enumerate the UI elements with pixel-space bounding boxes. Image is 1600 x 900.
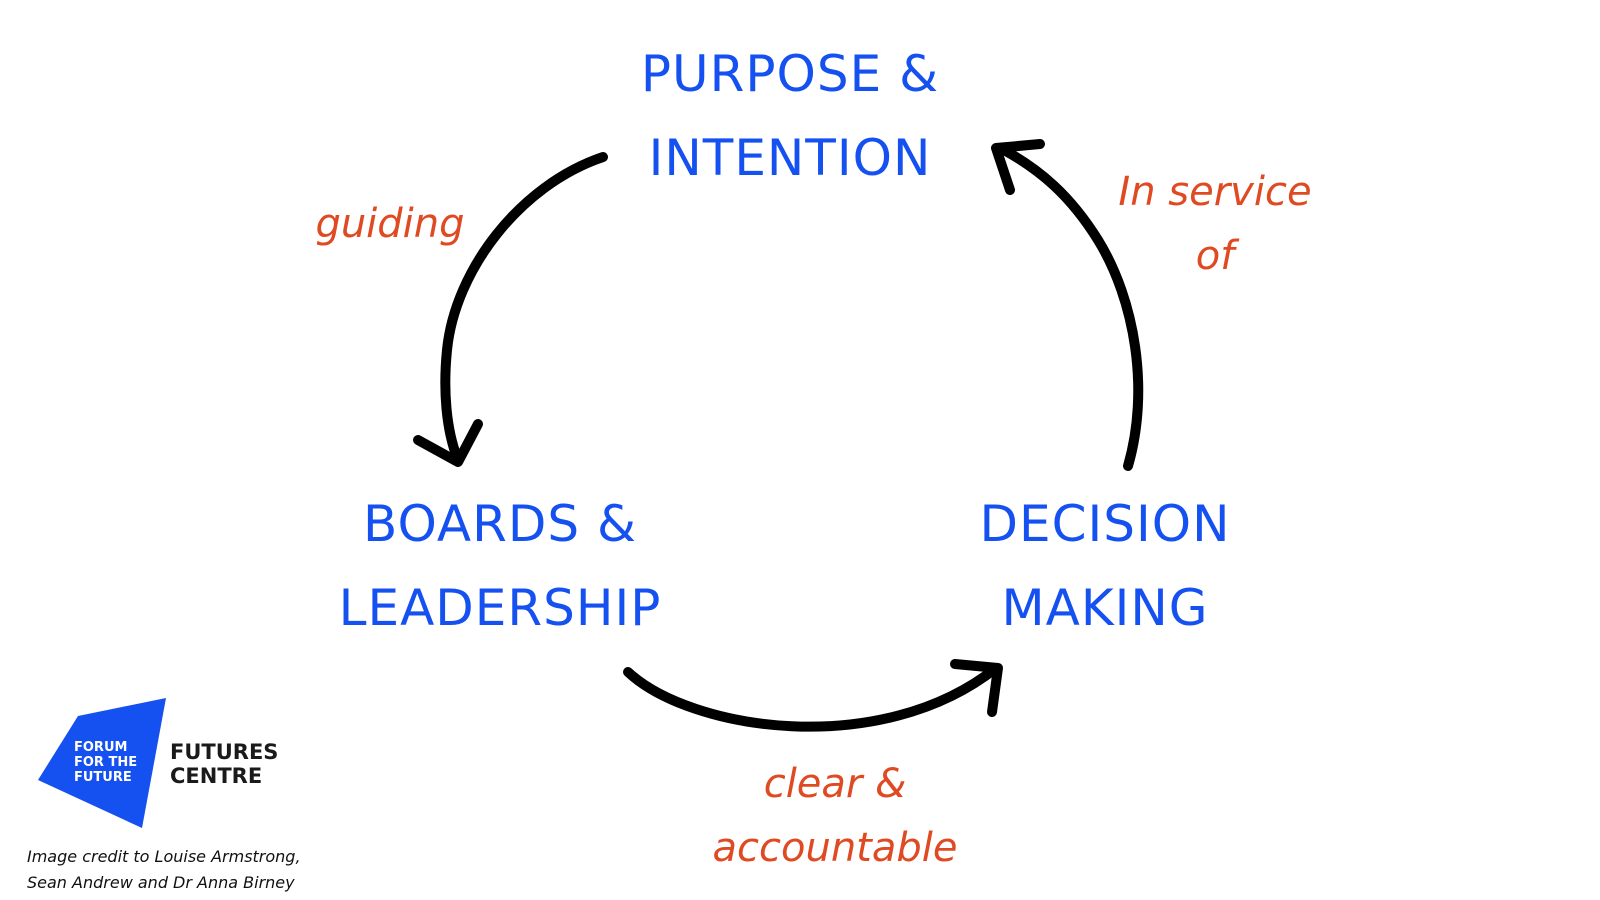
logo-futures-line2: CENTRE [170, 764, 263, 788]
arrow-purpose-to-boards [440, 152, 608, 465]
arrow-decision-to-purpose [999, 145, 1144, 471]
node-decision-line1: DECISION [979, 495, 1231, 553]
node-boards-line1: BOARDS & [363, 495, 637, 553]
node-decision-making: DECISION MAKING [960, 482, 1250, 650]
edge-label-clear-line2: accountable [712, 825, 958, 871]
edge-label-clear-accountable: clear & accountable [690, 752, 980, 880]
node-boards-line2: LEADERSHIP [338, 579, 662, 637]
node-purpose-line1: PURPOSE & [640, 45, 940, 103]
image-credit-line1: Image credit to Louise Armstrong, [27, 847, 301, 866]
logo-forum-text: FORUM FOR THE FUTURE [74, 740, 137, 785]
edge-label-guiding: guiding [300, 192, 480, 256]
node-purpose-intention: PURPOSE & INTENTION [630, 32, 950, 200]
edge-label-service-line2: of [1195, 233, 1235, 279]
node-boards-leadership: BOARDS & LEADERSHIP [330, 482, 670, 650]
edge-label-guiding-text: guiding [315, 201, 465, 247]
logo-forum-line2: FOR THE [74, 755, 138, 770]
node-decision-line2: MAKING [1001, 579, 1209, 637]
logo-forum-line3: FUTURE [74, 770, 132, 785]
image-credit-line2: Sean Andrew and Dr Anna Birney [27, 873, 295, 892]
node-purpose-line2: INTENTION [648, 129, 932, 187]
arrow-boards-to-decision [623, 663, 1001, 732]
edge-label-clear-line1: clear & [763, 761, 907, 807]
logo-futures-line1: FUTURES [170, 740, 279, 764]
arrowhead-decision-to-purpose [991, 139, 1045, 195]
logo-forum-line1: FORUM [74, 740, 128, 755]
image-credit: Image credit to Louise Armstrong, Sean A… [27, 844, 301, 896]
arrowhead-purpose-to-boards [413, 419, 483, 467]
edge-label-service-line1: In service [1118, 169, 1312, 215]
arrowhead-boards-to-decision [950, 659, 1003, 717]
forum-for-the-future-logo: FORUM FOR THE FUTURE FUTURES CENTRE [38, 698, 298, 828]
edge-label-in-service-of: In service of [1100, 160, 1330, 288]
logo-parallelogram-icon [38, 698, 166, 828]
logo-futures-centre-text: FUTURES CENTRE [170, 740, 278, 788]
